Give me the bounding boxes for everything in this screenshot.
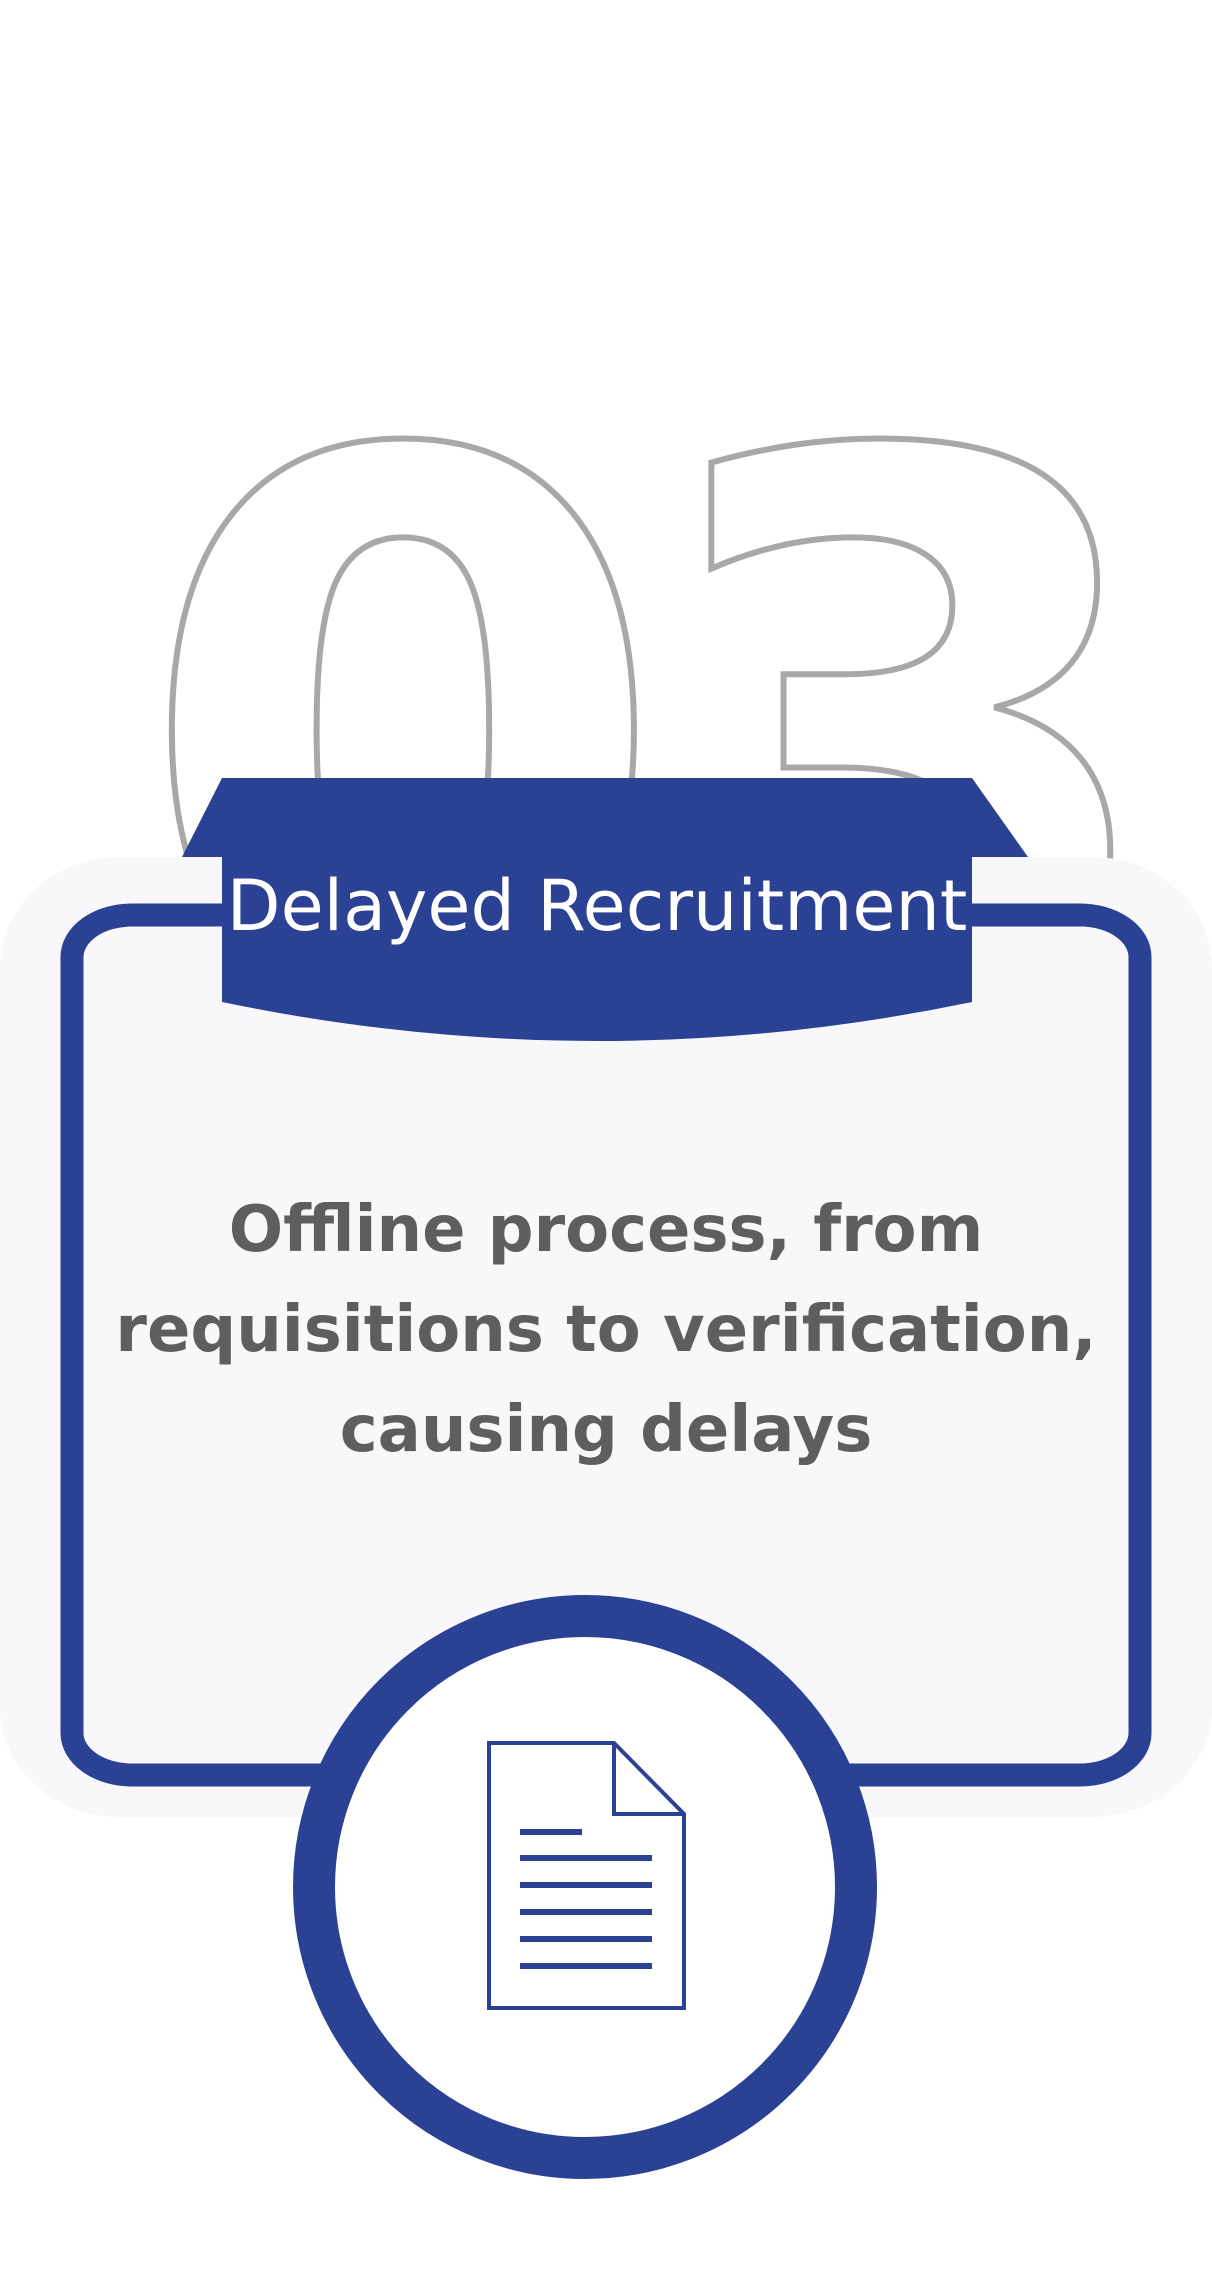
card-description: Offline process, from requisitions to ve… [115,1193,1097,1467]
card-background [0,857,1212,1817]
title-banner [222,855,972,1041]
ribbon-top [182,778,1028,857]
card-title: Delayed Recruitment [227,865,968,947]
document-icon [487,1741,686,2010]
